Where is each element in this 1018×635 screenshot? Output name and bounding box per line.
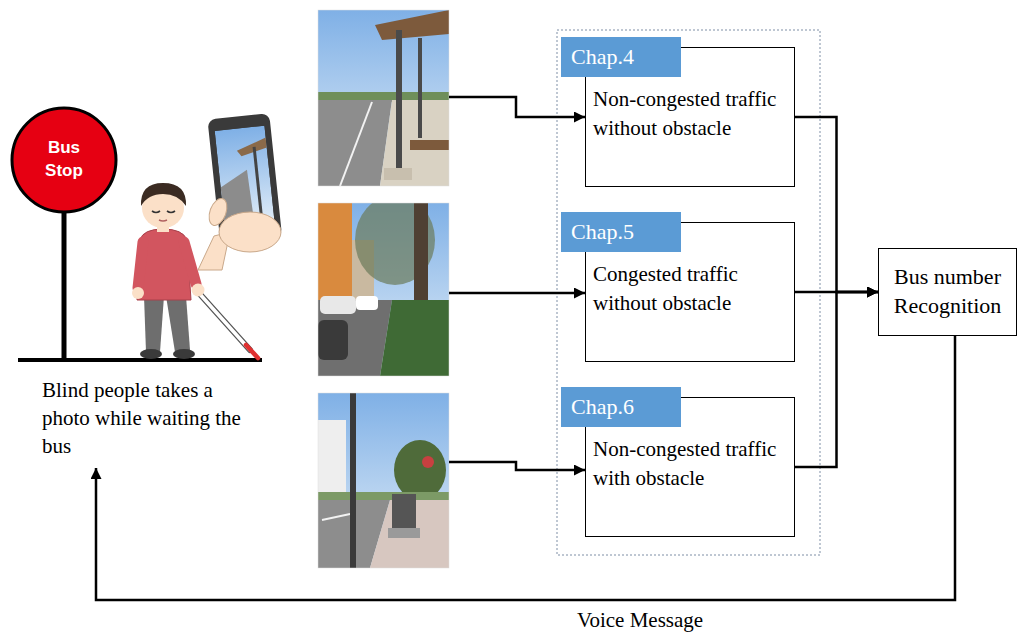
photo-car <box>320 296 356 314</box>
white-cane <box>198 292 250 350</box>
chapter-box: Chap.4Non-congested traffic without obst… <box>585 47 795 187</box>
box-body-text: Non-congested traffic with obstacle <box>586 398 794 500</box>
photo-arrow <box>449 462 585 470</box>
hand <box>192 284 205 297</box>
photo-sky <box>318 393 449 568</box>
photo-sky <box>318 10 449 186</box>
photo-frame <box>318 10 449 186</box>
photo-pole <box>418 38 422 138</box>
photo-road <box>318 100 392 186</box>
photo-arrow <box>449 97 585 117</box>
photo-bin <box>392 494 416 530</box>
cane-outline <box>198 292 250 350</box>
shoe <box>140 349 162 359</box>
box-body-text: Non-congested traffic without obstacle <box>586 48 794 150</box>
chapter-box: Chap.5Congested traffic without obstacle <box>585 222 795 362</box>
thumb <box>206 196 231 228</box>
mouth <box>159 220 167 221</box>
photo-bin-base <box>388 528 420 538</box>
closed-eye <box>167 211 175 213</box>
caption-text: Blind people takes a photo while waiting… <box>42 376 246 460</box>
ground-line <box>18 358 262 362</box>
photo-congested-street <box>318 203 449 376</box>
photo-pole <box>396 30 402 180</box>
photo-frame <box>318 393 449 568</box>
cane-tip <box>246 345 258 358</box>
photo-frame <box>318 203 449 376</box>
photo-building <box>318 420 346 498</box>
photo-bench <box>410 140 449 150</box>
hair <box>141 183 186 206</box>
hand <box>132 287 144 299</box>
box-text: Bus number Recognition <box>879 259 1016 324</box>
chapter-tab: Chap.6 <box>561 387 681 427</box>
leg <box>144 296 164 352</box>
photo-obstacle <box>318 393 449 568</box>
process-box: Bus number Recognition <box>878 248 1017 336</box>
photo-hedge <box>380 300 449 376</box>
connector-arrow <box>795 117 878 292</box>
photo-arrow <box>449 292 585 295</box>
photo-shelter-roof <box>375 10 449 40</box>
sign-pole <box>62 210 67 360</box>
closed-eye <box>152 211 160 213</box>
chapter-tab: Chap.4 <box>561 37 681 77</box>
photo-lane-line <box>340 102 372 186</box>
photo-far-trees <box>318 492 449 500</box>
leg <box>166 296 190 352</box>
fingers <box>219 212 281 252</box>
screen-shelter-roof <box>236 138 268 157</box>
arm <box>138 242 143 288</box>
hand-with-phone <box>198 113 282 270</box>
photo-bus-stop <box>318 10 449 186</box>
photo-flowers <box>422 456 434 468</box>
photo-base <box>384 168 412 180</box>
chapter-box: Chap.6Non-congested traffic with obstacl… <box>585 397 795 537</box>
photo-car <box>356 296 378 310</box>
chapter-tab: Chap.5 <box>561 212 681 252</box>
box-body-text: Congested traffic without obstacle <box>586 223 794 325</box>
sign-disc <box>12 108 116 212</box>
dashed-group <box>557 30 820 555</box>
edge-label: Voice Message <box>574 606 706 634</box>
bus-stop-sign: Bus Stop <box>10 106 118 214</box>
shoe <box>173 349 195 359</box>
sign-text: Bus Stop <box>36 137 92 183</box>
photo-lane-line <box>322 514 350 520</box>
photo-sidewalk <box>380 100 449 186</box>
photo-pole <box>350 393 356 568</box>
photo-tree <box>394 440 446 500</box>
arm <box>184 242 196 284</box>
connector-arrow <box>795 292 878 467</box>
photo-building <box>318 203 352 308</box>
circle-outline <box>10 106 118 214</box>
photo-car <box>318 320 348 360</box>
